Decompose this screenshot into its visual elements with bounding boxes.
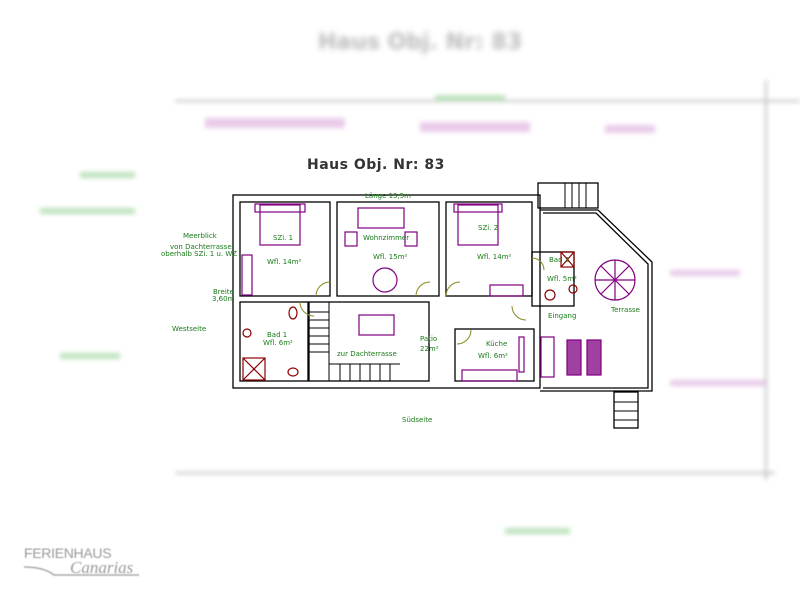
logo-line2: Canarias: [70, 558, 134, 577]
west-side-label: Westseite: [172, 325, 206, 333]
bedroom2-name: SZi. 2: [478, 224, 498, 232]
entrance-label: Eingang: [548, 312, 576, 320]
toilet-1: [288, 306, 298, 320]
sea-view-label: Meerblick: [183, 232, 218, 240]
sea-view-note-2: oberhalb SZi. 1 u. WZ: [161, 250, 237, 258]
plan-title: Haus Obj. Nr: 83: [307, 157, 445, 173]
bedroom2-area: Wfl. 14m²: [477, 253, 512, 261]
width-value: 3,60m: [212, 295, 235, 303]
stairs: [309, 183, 638, 421]
bedroom1-name: SZi. 1: [273, 234, 293, 242]
furniture: [241, 203, 636, 382]
walls: [232, 182, 653, 429]
bed-1: [259, 204, 301, 246]
kitchen-name: Küche: [486, 340, 507, 348]
plan-labels: Länge 13,5m Meerblick von Dachterrasse o…: [161, 192, 640, 424]
logo-wave-icon: [24, 566, 139, 576]
bedroom1-area: Wfl. 14m²: [267, 258, 302, 266]
shower-2: [560, 251, 575, 268]
width-label: Breite: [213, 288, 234, 296]
sunbed: [566, 339, 582, 376]
patio-area: 22m²: [420, 345, 439, 353]
bath2-area: Wfl. 5m²: [547, 275, 577, 283]
south-side-label: Südseite: [402, 416, 432, 424]
living-name: Wohnzimmer: [363, 234, 409, 242]
bath1-name: Bad 1: [267, 331, 287, 339]
ferienhaus-canarias-logo: FERIENHAUS Canarias: [24, 543, 139, 578]
roof-stairs-label: zur Dachterrasse: [337, 350, 397, 358]
dining-table: [358, 314, 395, 336]
kitchen-area: Wfl. 6m²: [478, 352, 508, 360]
sink-1: [242, 328, 252, 338]
doors: [299, 257, 545, 345]
sanitary: [242, 251, 578, 381]
living-area: Wfl. 15m²: [373, 253, 408, 261]
sunbed: [586, 339, 602, 376]
sofa: [357, 207, 405, 229]
shower-1: [242, 357, 266, 381]
terrace-label: Terrasse: [610, 306, 640, 314]
bath2-name: Bad 2: [549, 256, 569, 264]
length-label: Länge 13,5m: [365, 192, 411, 200]
round-table: [372, 267, 398, 293]
patio-name: Patio: [420, 335, 437, 343]
logo-line1: FERIENHAUS: [24, 545, 112, 561]
background-title: Haus Obj. Nr: 83: [318, 30, 523, 55]
bath1-area: Wfl. 6m²: [263, 339, 293, 347]
sea-view-note-1: von Dachterrasse: [170, 243, 232, 251]
bed-2: [457, 204, 499, 246]
